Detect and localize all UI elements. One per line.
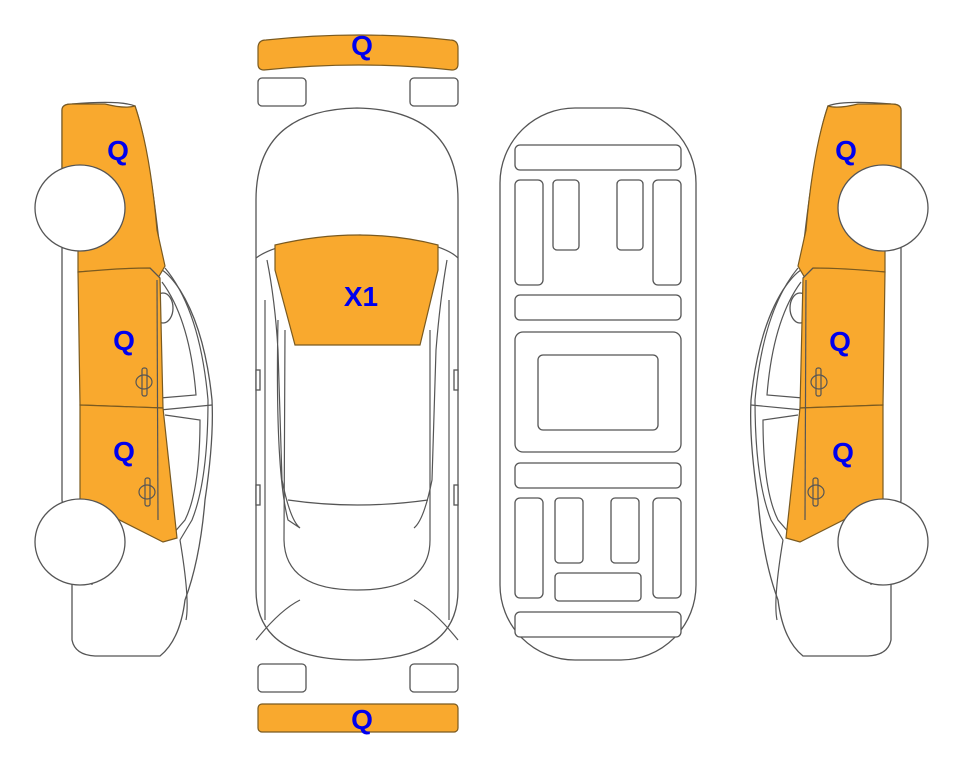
left-front-fender-label: Q <box>107 135 129 166</box>
windshield[interactable] <box>274 234 439 346</box>
top-view <box>255 34 459 733</box>
front-bumper-label: Q <box>351 30 373 61</box>
interior-view <box>499 107 697 661</box>
left-rear-door-label: Q <box>113 436 135 467</box>
left-front-door-label: Q <box>113 325 135 356</box>
rear-bumper-label: Q <box>351 704 373 735</box>
left-side-view <box>34 101 214 657</box>
right-side-view <box>749 101 929 657</box>
front-bumper[interactable] <box>257 34 459 71</box>
right-rear-door-label: Q <box>832 437 854 468</box>
rear-bumper[interactable] <box>257 703 459 733</box>
windshield-label: X1 <box>344 281 378 312</box>
right-front-fender-label: Q <box>835 135 857 166</box>
right-front-door-label: Q <box>829 326 851 357</box>
